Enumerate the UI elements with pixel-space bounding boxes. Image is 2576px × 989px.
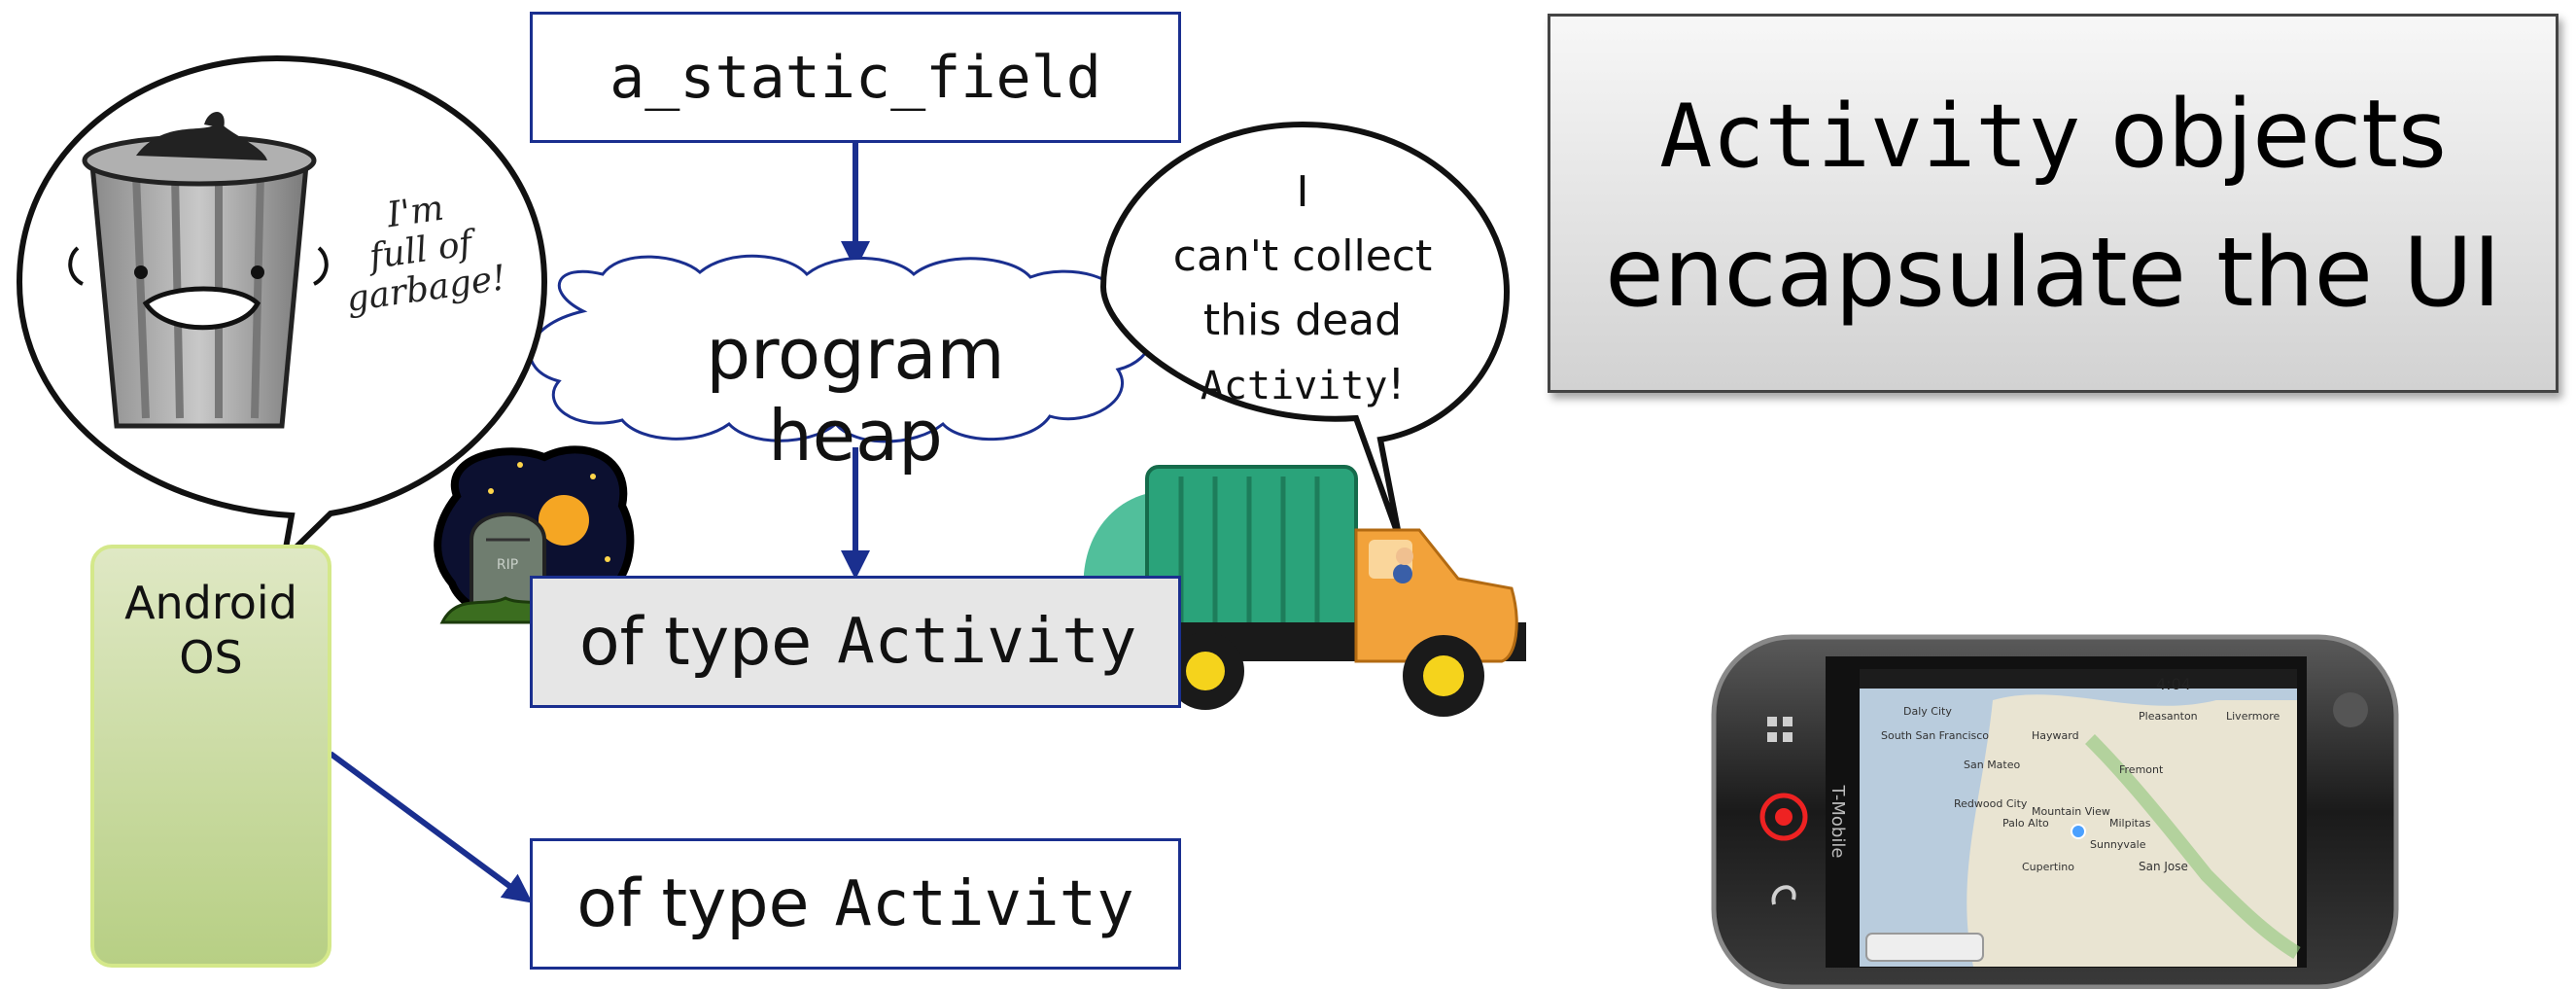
map-label-san-mateo: San Mateo xyxy=(1964,759,2021,771)
map-label-san-jose: San Jose xyxy=(2139,860,2188,873)
motorola-phone-drawing xyxy=(1711,634,2399,989)
android-os-label: Android OS xyxy=(90,576,331,685)
map-label-fremont: Fremont xyxy=(2119,763,2164,776)
dead-activity-box: of type Activity xyxy=(530,576,1181,708)
garbage-truck-drawing xyxy=(1083,465,1526,717)
map-label-livermore: Livermore xyxy=(2226,710,2280,723)
static-field-box: a_static_field xyxy=(530,12,1181,143)
truck-speech-bubble xyxy=(1099,121,1511,542)
truck-speech-line3: this dead xyxy=(1202,296,1403,345)
truck-speech-line4: Activity! xyxy=(1103,353,1502,418)
android-os-line2: OS xyxy=(179,631,243,684)
live-activity-type: Activity xyxy=(834,867,1134,940)
dead-activity-prefix: of type xyxy=(579,603,813,681)
map-label-hayward: Hayward xyxy=(2032,729,2079,742)
map-label-sunnyvale: Sunnyvale xyxy=(2090,838,2146,851)
truck-speech-line1: I xyxy=(1296,167,1309,217)
arrow-os-to-live xyxy=(329,751,533,903)
map-label-milpitas: Milpitas xyxy=(2109,817,2151,830)
heap-cloud xyxy=(529,254,1153,443)
static-field-label: a_static_field xyxy=(609,43,1101,112)
map-label-palo-alto: Palo Alto xyxy=(2002,817,2049,830)
tombstone-text: RIP xyxy=(497,557,518,573)
title-line2: encapsulate the UI xyxy=(1605,217,2501,329)
map-label-south-sf: South San Francisco xyxy=(1881,729,1989,742)
program-heap-label: program heap xyxy=(706,313,1005,477)
phone-carrier-label: T-Mobile xyxy=(1828,785,1848,859)
live-activity-box: of type Activity xyxy=(530,838,1181,970)
truck-speech-text: I can't collect this dead Activity! xyxy=(1103,160,1502,418)
title-card: Activity objects encapsulate the UI xyxy=(1548,14,2559,393)
title-objects: objects xyxy=(2110,79,2447,189)
android-os-panel xyxy=(90,545,331,968)
truck-speech-line2: can't collect xyxy=(1172,231,1433,281)
map-label-mountain-view: Mountain View xyxy=(2032,805,2110,818)
live-activity-prefix: of type xyxy=(576,865,810,942)
title-line1: Activity objects xyxy=(1659,66,2447,205)
truck-speech-punct: ! xyxy=(1387,360,1406,409)
garbage-can-drawing xyxy=(68,111,329,429)
truck-speech-type: Activity xyxy=(1200,364,1388,408)
map-label-cupertino: Cupertino xyxy=(2022,861,2074,873)
phone-status-clock: 4:04 xyxy=(2156,675,2191,693)
title-activity-type: Activity xyxy=(1659,85,2081,188)
android-os-line1: Android xyxy=(124,577,297,629)
dead-activity-type: Activity xyxy=(837,606,1137,678)
map-label-redwood-city: Redwood City xyxy=(1954,797,2028,810)
map-label-daly-city: Daly City xyxy=(1903,705,1952,718)
map-label-pleasanton: Pleasanton xyxy=(2139,710,2198,723)
